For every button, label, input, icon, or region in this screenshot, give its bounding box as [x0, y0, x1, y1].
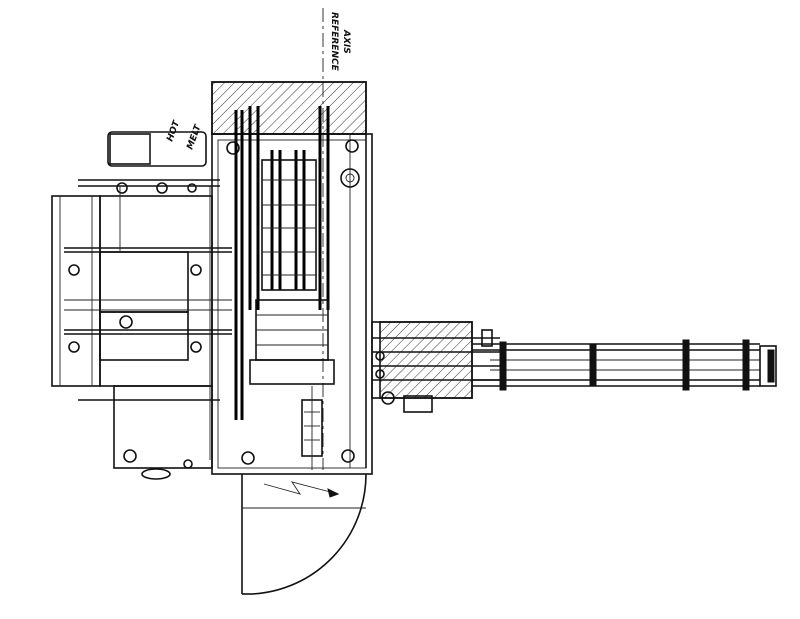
svg-text:MELT: MELT [185, 123, 203, 151]
hot-melt-label-line1: HOT [165, 119, 182, 143]
reference-axis: REFERENCE AXIS [322, 8, 351, 470]
compression-section [371, 321, 500, 413]
hot-melt-label-line2: MELT [185, 123, 203, 151]
vertical-conveyor [234, 106, 335, 420]
left-feeder [51, 179, 232, 480]
output-conveyor [472, 339, 777, 391]
lower-actuator [301, 386, 323, 470]
main-frame [211, 133, 373, 475]
reference-axis-label-line1: REFERENCE [329, 12, 339, 72]
reference-axis-label-line2: AXIS [341, 29, 351, 54]
svg-text:REFERENCE: REFERENCE [329, 12, 339, 72]
access-door [241, 473, 367, 595]
hot-melt-unit: HOT MELT [107, 119, 207, 167]
svg-text:AXIS: AXIS [341, 29, 351, 54]
svg-text:HOT: HOT [165, 119, 182, 143]
